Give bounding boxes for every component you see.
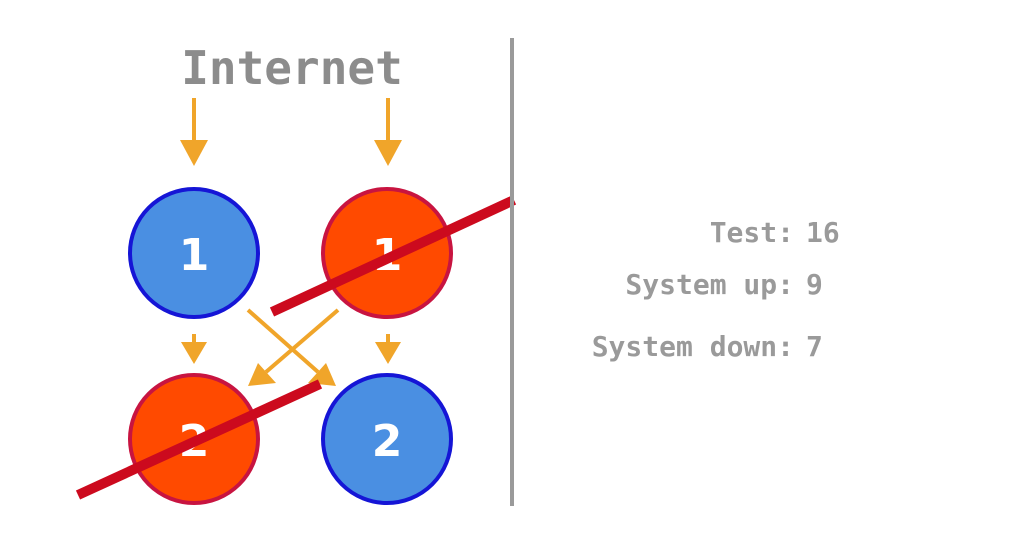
stats-panel: Test: 16 System up: 9 System down: 7 — [540, 216, 840, 363]
node-label: 2 — [372, 416, 403, 467]
stat-test-label: Test: — [709, 216, 794, 249]
arrow-1right-to-2left — [248, 308, 340, 386]
strike-top-right — [269, 195, 517, 317]
stat-test: Test: 16 — [540, 216, 840, 268]
node-bottom-right: 2 — [321, 373, 453, 505]
stat-test-value: 16 — [806, 216, 840, 249]
arrow-1left-to-2left — [181, 334, 207, 364]
stat-system-up-value: 9 — [806, 268, 823, 301]
internet-title: Internet — [181, 41, 403, 95]
internet-arrow-left — [180, 98, 208, 166]
stat-system-up: System up: 9 — [540, 268, 840, 330]
internet-arrow-right — [374, 98, 402, 166]
node-top-left: 1 — [128, 187, 260, 319]
node-label: 1 — [179, 230, 210, 281]
node-top-right: 1 — [321, 187, 453, 319]
stat-system-down-value: 7 — [806, 330, 823, 363]
stat-system-down: System down: 7 — [540, 330, 840, 363]
arrow-1left-to-2right — [246, 308, 336, 386]
arrow-1right-to-2right — [375, 334, 401, 364]
strike-bottom-left — [75, 379, 323, 500]
stat-system-up-label: System up: — [625, 268, 794, 301]
stat-system-down-label: System down: — [591, 330, 794, 363]
